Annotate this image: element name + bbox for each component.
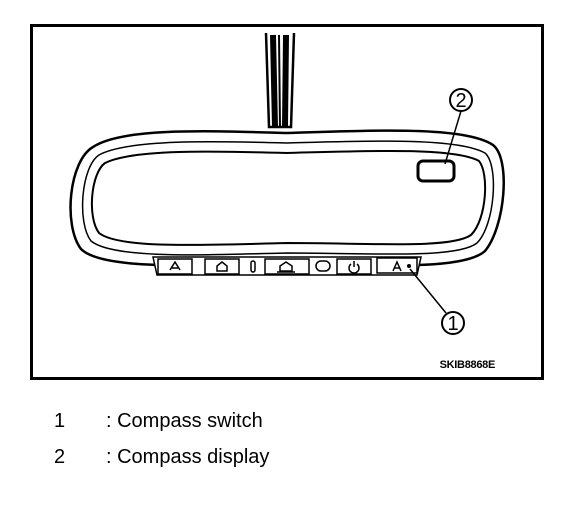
compass-switch-icon xyxy=(392,260,402,272)
button-row xyxy=(157,257,418,275)
button-1[interactable] xyxy=(157,258,193,275)
compass-switch-led xyxy=(407,264,411,268)
legend-number: 1 xyxy=(54,410,66,432)
indicator-slot xyxy=(250,260,256,273)
legend-item: 1 : Compass switch xyxy=(54,410,534,446)
legend-number: 2 xyxy=(54,446,66,468)
button-2[interactable] xyxy=(204,258,240,275)
compass-display xyxy=(416,159,456,183)
legend-text: : Compass display xyxy=(106,446,270,468)
callout-2-label: 2 xyxy=(455,90,466,112)
house-arrow-icon xyxy=(277,261,295,273)
legend-item: 2 : Compass display xyxy=(54,446,534,482)
mirror-diagram: 2 1 xyxy=(69,32,505,335)
button-3[interactable] xyxy=(264,258,310,275)
legend: 1 : Compass switch 2 : Compass display xyxy=(54,410,534,482)
figure-frame: 2 1 SKIB8868E xyxy=(30,24,544,380)
mirror-stem xyxy=(264,32,296,129)
callout-1-label: 1 xyxy=(447,313,458,335)
mirror-bezel xyxy=(81,140,495,256)
figure-code: SKIB8868E xyxy=(439,359,496,371)
house-icon xyxy=(216,261,228,272)
legend-text: : Compass switch xyxy=(106,410,263,432)
oval-indicator xyxy=(315,260,331,272)
mirror-glass xyxy=(90,149,487,246)
compass-switch[interactable] xyxy=(376,257,418,274)
up-arrow-house-icon xyxy=(169,260,181,271)
callout-2: 2 xyxy=(444,88,473,165)
callout-1: 1 xyxy=(409,268,465,335)
power-icon xyxy=(348,261,360,274)
